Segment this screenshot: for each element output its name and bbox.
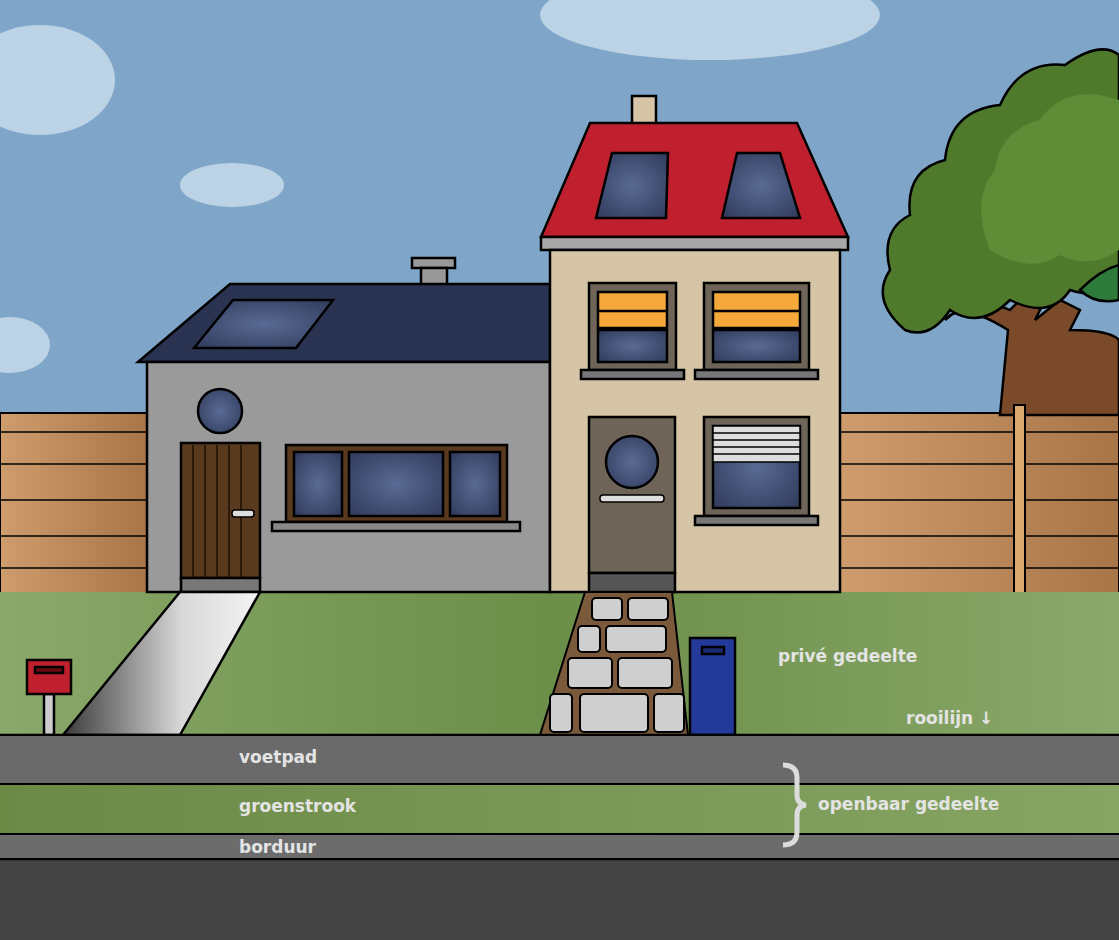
private-lawn (0, 592, 1119, 735)
band-label: groenstrook (239, 796, 356, 816)
stone-path (540, 592, 688, 735)
band-label: voetpad (239, 747, 317, 767)
street-band: voetpad (0, 736, 1119, 783)
band-label: borduur (239, 837, 316, 857)
clouds (0, 0, 880, 373)
road (0, 860, 1119, 940)
tree (883, 49, 1119, 415)
bungalow (138, 258, 550, 592)
zone-label: privé gedeelte (778, 646, 917, 666)
townhouse (541, 96, 848, 592)
waste-bin (690, 638, 735, 735)
zone-label: rooilijn ↓ (906, 708, 993, 728)
fence-post (1014, 405, 1025, 598)
street-edges (0, 735, 1119, 859)
street-band: borduur (0, 835, 1119, 858)
mailbox (27, 660, 71, 735)
zone-label: openbaar gedeelte (818, 794, 999, 814)
driveway (63, 592, 260, 735)
curly-brace (783, 765, 806, 845)
